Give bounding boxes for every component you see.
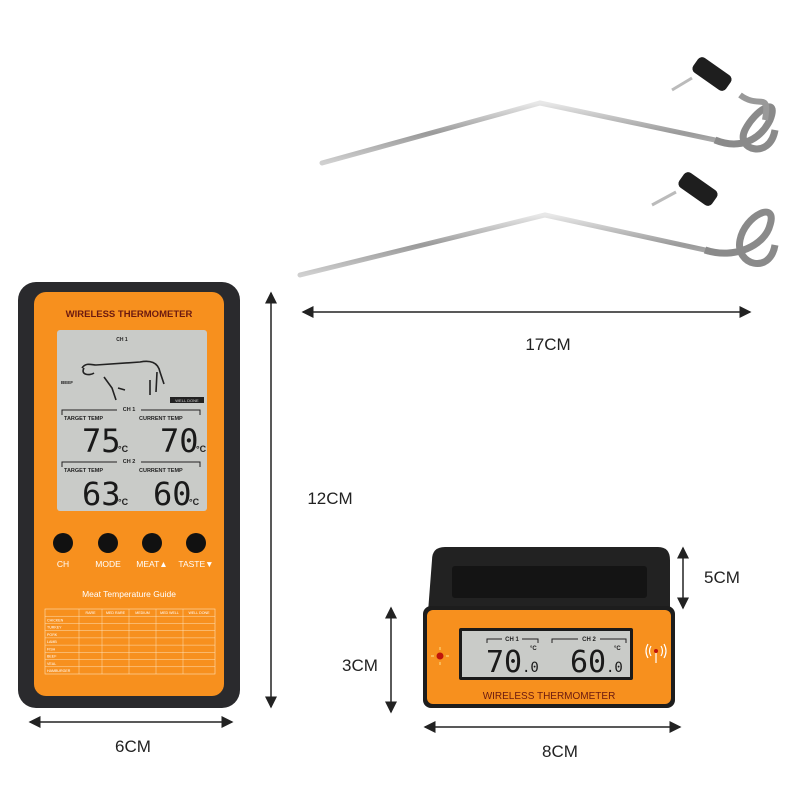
ch1-current-temp: 70 [160, 422, 199, 460]
table-column-header: MEDIUM [135, 611, 150, 615]
lcd-channel-label: CH 1 [116, 337, 128, 343]
receiver-ch2-label: CH 2 [582, 637, 596, 643]
doneness-badge: WELL DONE [175, 398, 199, 403]
dimension-receiver-depth: 5CM [704, 568, 740, 587]
ch2-target-temp: 63 [82, 475, 121, 513]
table-column-header: MED RARE [106, 611, 126, 615]
meat-temperature-table: RARE MED RARE MEDIUM MED WELL WELL DONE CHICK… [44, 608, 216, 675]
ch2-label: CH 2 [123, 459, 136, 465]
ch1-label: CH 1 [123, 407, 136, 413]
probe-1 [319, 57, 779, 166]
table-column-header: WELL DONE [188, 611, 210, 615]
ch1-target-label: TARGET TEMP [64, 416, 103, 422]
ch1-target-temp: 75 [82, 422, 121, 460]
unit: °C [614, 646, 621, 652]
unit: °C [189, 497, 200, 507]
table-column-header: MED WELL [160, 611, 179, 615]
wireless-signal-icon [645, 643, 667, 663]
ch-button[interactable]: CH [53, 533, 73, 569]
guide-title: Meat Temperature Guide [82, 589, 176, 599]
lcd-screen [57, 330, 207, 511]
taste-down-button[interactable]: TASTE▼ [178, 533, 214, 569]
ch1-current-label: CURRENT TEMP [139, 416, 183, 422]
table-column-header: RARE [86, 611, 97, 615]
probe-connector [678, 172, 718, 206]
receiver-title: WIRELESS THERMOMETER [483, 691, 616, 702]
table-border [44, 608, 216, 675]
meat-label: BEEF [61, 380, 73, 385]
receiver-unit: CH 1 70 .0 °C CH 2 60 .0 °C WIRELESS THE… [423, 547, 675, 708]
table-row-label: LAMB [47, 640, 57, 644]
receiver-ch1-temp: 70 [486, 645, 522, 680]
table-row-label: TURKEY [47, 626, 62, 630]
mode-button[interactable]: MODE [95, 533, 121, 569]
decimal: .0 [522, 660, 539, 676]
button-label: MEAT▲ [136, 559, 167, 569]
table-row-label: PORK [47, 633, 58, 637]
dimension-height: 12CM [307, 489, 352, 508]
main-unit: WIRELESS THERMOMETER CH 1 BEEF WELL DONE… [18, 282, 240, 708]
button-label: MODE [95, 559, 121, 569]
ch2-target-label: TARGET TEMP [64, 468, 103, 474]
probe-connector [692, 57, 732, 91]
table-row-label: BEEF [47, 655, 57, 659]
button-label: CH [57, 559, 69, 569]
button-label: TASTE▼ [178, 559, 213, 569]
probe-2 [297, 172, 779, 278]
meat-up-button[interactable]: MEAT▲ [136, 533, 168, 569]
unit: °C [196, 444, 207, 454]
table-row-label: HAMBURGER [47, 669, 71, 673]
unit: °C [530, 646, 537, 652]
ch2-current-temp: 60 [153, 475, 192, 513]
receiver-ch1-label: CH 1 [505, 637, 519, 643]
table-row-label: VEAL [47, 662, 56, 666]
unit: °C [118, 497, 129, 507]
decimal: .0 [606, 660, 623, 676]
dimension-width: 6CM [115, 737, 151, 756]
receiver-ch2-temp: 60 [570, 645, 606, 680]
table-row-label: CHICKEN [47, 618, 64, 622]
cow-icon [81, 360, 165, 401]
led-light-icon [431, 647, 449, 665]
table-row-label: FISH [47, 647, 56, 651]
ch2-current-label: CURRENT TEMP [139, 468, 183, 474]
dimension-probe-length: 17CM [525, 335, 570, 354]
dimension-receiver-height: 3CM [342, 656, 378, 675]
dimension-receiver-width: 8CM [542, 742, 578, 761]
main-unit-title: WIRELESS THERMOMETER [66, 309, 193, 320]
unit: °C [118, 444, 129, 454]
